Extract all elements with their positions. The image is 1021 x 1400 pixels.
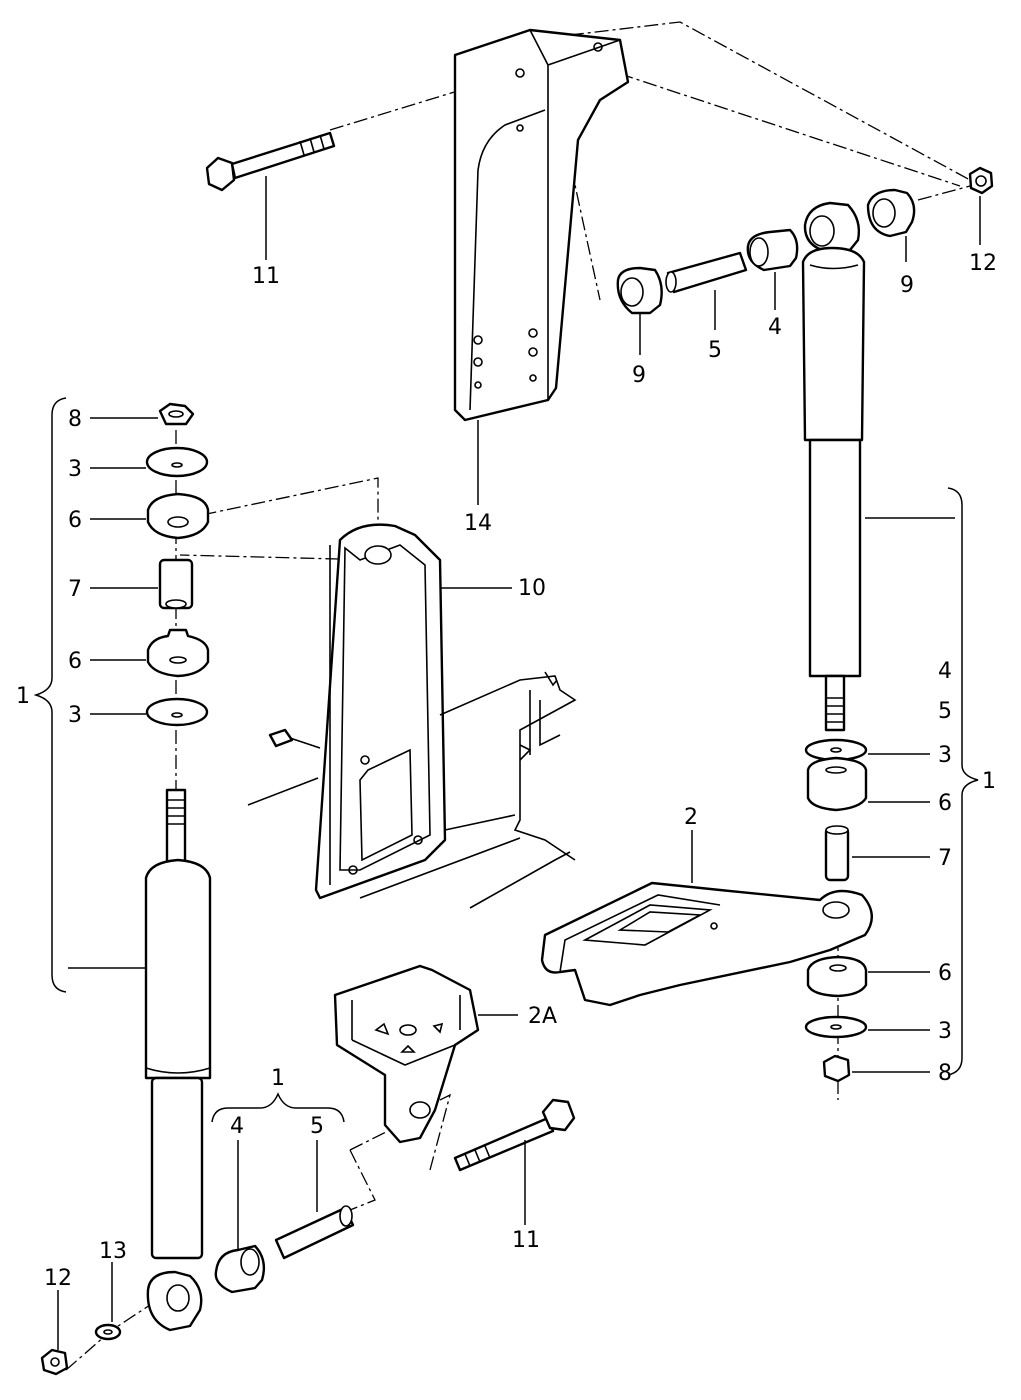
brace-left — [33, 397, 67, 993]
bolt-lower — [453, 1098, 576, 1172]
callout-4-right-list: 4 — [938, 659, 952, 684]
callout-5-right-list: 5 — [938, 699, 952, 724]
callout-9-right: 9 — [900, 273, 914, 298]
callout-6-left-a: 6 — [68, 508, 82, 533]
lower-arm-bracket — [540, 881, 873, 1007]
callout-6-right-b: 6 — [938, 961, 952, 986]
shock-absorber-left — [144, 788, 212, 1332]
callout-1-right: 1 — [982, 769, 996, 794]
callout-11-top: 11 — [252, 264, 280, 289]
callout-3-right-a: 3 — [938, 743, 952, 768]
callout-5-bottom: 5 — [310, 1114, 324, 1139]
brace-bottom — [211, 1092, 345, 1123]
callout-10: 10 — [518, 576, 546, 601]
callout-12-top: 12 — [969, 251, 997, 276]
left-mounting-stack — [145, 402, 210, 727]
callout-6-left-b: 6 — [68, 649, 82, 674]
callout-7-left: 7 — [68, 577, 82, 602]
brace-right — [947, 487, 979, 1076]
callout-14: 14 — [464, 511, 492, 536]
mounting-bracket-2a — [333, 964, 480, 1144]
upper-mount-bracket — [453, 28, 630, 422]
callout-1-bottom: 1 — [271, 1066, 285, 1091]
callout-5-top: 5 — [708, 338, 722, 363]
callout-11-bottom: 11 — [512, 1228, 540, 1253]
lower-bushing-set — [40, 1205, 355, 1376]
callout-4-bottom: 4 — [230, 1114, 244, 1139]
callout-8-left: 8 — [68, 407, 82, 432]
callout-6-right-a: 6 — [938, 791, 952, 816]
shock-absorber-right — [801, 201, 866, 732]
nut-upper — [968, 166, 994, 195]
bolt-upper — [205, 131, 336, 192]
callout-13: 13 — [99, 1239, 127, 1264]
callout-8-right: 8 — [938, 1061, 952, 1086]
callout-12-bottom: 12 — [44, 1266, 72, 1291]
upper-bushing-set — [616, 188, 916, 315]
leader-lines — [57, 176, 981, 1350]
right-mounting-stack — [804, 738, 868, 1083]
side-mount-bracket — [247, 523, 577, 909]
callout-4-top: 4 — [768, 315, 782, 340]
callout-labels: 11 12 9 9 5 4 14 10 8 3 6 7 6 3 1 4 5 3 … — [16, 251, 997, 1291]
callout-7-right: 7 — [938, 846, 952, 871]
callout-1-left: 1 — [16, 684, 30, 709]
callout-3-left-a: 3 — [68, 457, 82, 482]
callout-9-left: 9 — [632, 363, 646, 388]
callout-3-right-b: 3 — [938, 1019, 952, 1044]
callout-3-left-b: 3 — [68, 703, 82, 728]
callout-2a: 2A — [528, 1004, 557, 1029]
group-braces — [33, 397, 979, 1123]
callout-2: 2 — [684, 805, 698, 830]
